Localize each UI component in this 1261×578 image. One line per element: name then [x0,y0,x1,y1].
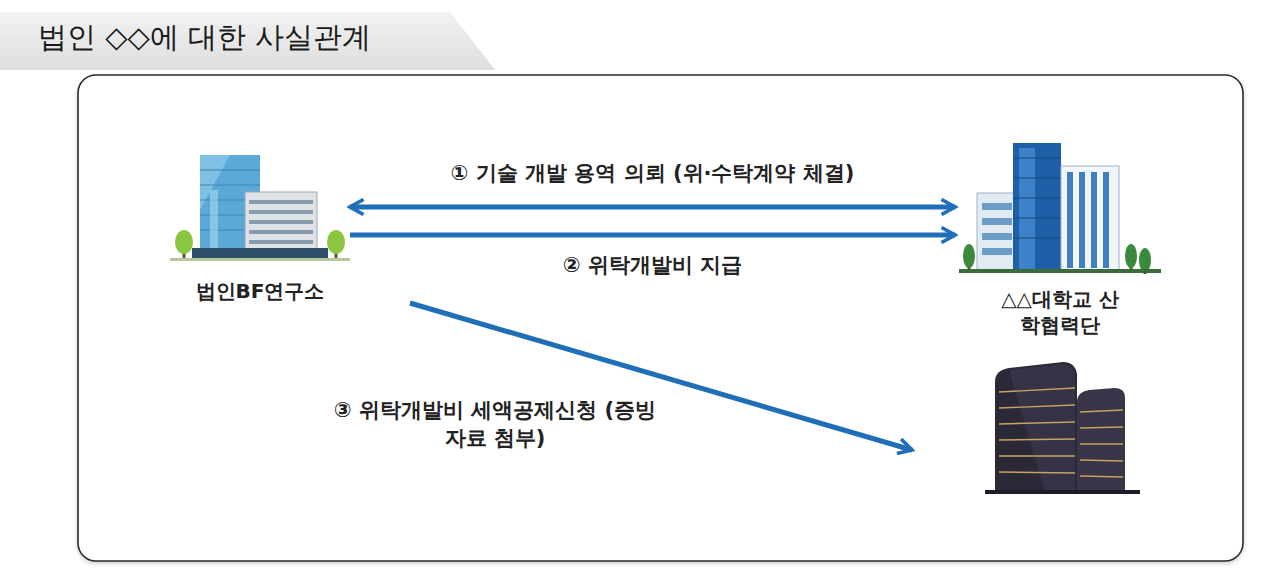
organization-node: 법인BF연구소 [170,150,350,304]
node-label: 법인BF연구소 [196,278,325,304]
flow-arrow [350,233,955,238]
step-label: ③ 위탁개발비 세액공제신청 (증빙자료 첨부) [330,396,660,453]
tax-office-building [985,362,1140,494]
organization-node: △△대학교 산학협력단 [955,138,1165,338]
title-tab [0,12,495,70]
title: 법인 ◇◇에 대한 사실관계 [38,18,371,58]
node-label: △△대학교 산학협력단 [995,286,1125,338]
university-building-icon [955,138,1165,280]
edge-label: ② 위탁개발비 지급 [559,251,746,279]
frame [78,75,1243,561]
edge-label: ① 기술 개발 용역 의뢰 (위·수탁계약 체결) [447,159,859,187]
flow-arrow [350,205,955,210]
research-building-icon [170,150,350,272]
